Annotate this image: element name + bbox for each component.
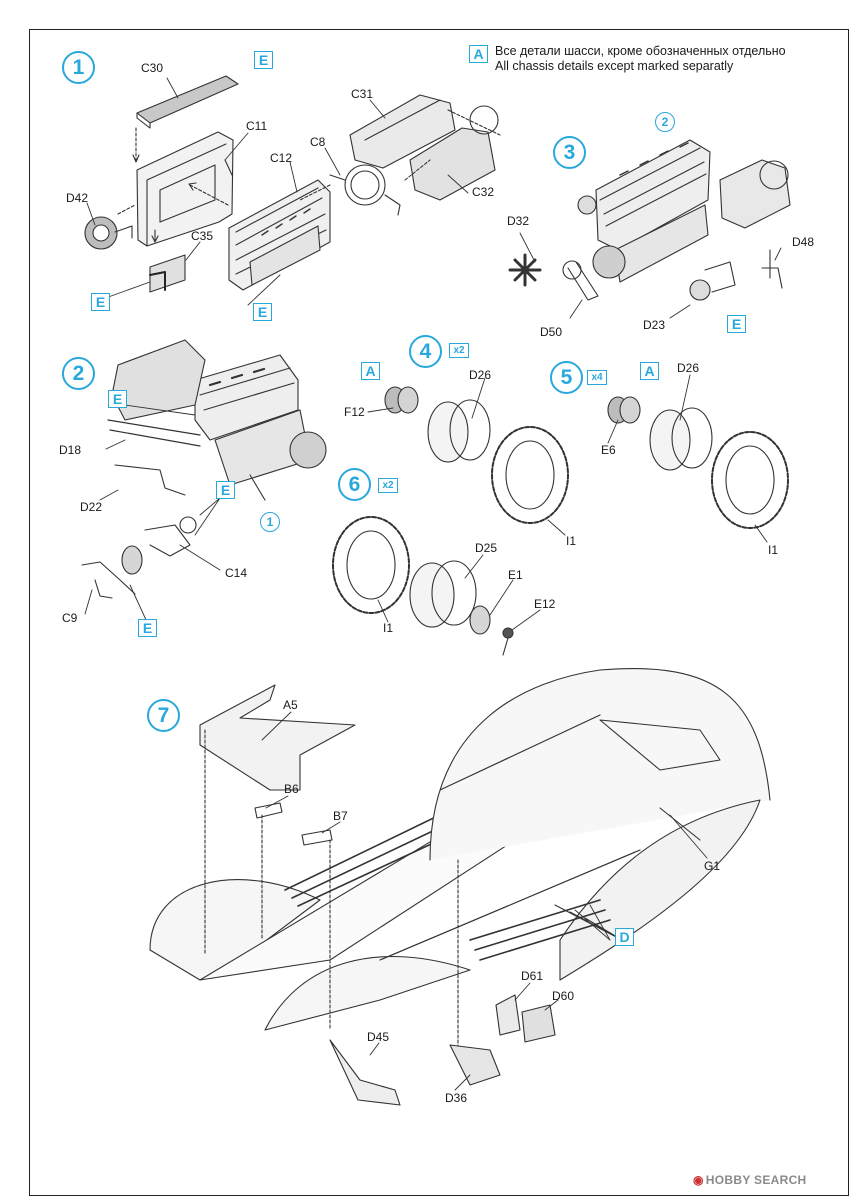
legend-note: Все детали шасси, кроме обозначенных отд…: [495, 44, 786, 74]
step-6-multiplier: x2: [378, 478, 398, 493]
part-label: C14: [225, 566, 248, 580]
part-label: C30: [141, 61, 164, 75]
part-label: D25: [475, 541, 498, 555]
wheel-drawings: [332, 386, 789, 656]
sprue-e-box: E: [216, 481, 235, 499]
sprue-a-box: A: [361, 362, 380, 380]
step3-engine-drawing: [508, 139, 791, 301]
part-label: D42: [66, 191, 89, 205]
part-label: C31: [351, 87, 374, 101]
sprue-e-box: E: [138, 619, 157, 637]
part-label: C11: [246, 119, 268, 133]
step-4-marker: 4: [409, 335, 442, 368]
watermark: ◉HOBBY SEARCH: [693, 1173, 807, 1187]
part-label: E1: [508, 568, 523, 582]
part-label: D50: [540, 325, 563, 339]
step-2-marker: 2: [62, 357, 95, 390]
sprue-d-box: D: [615, 928, 634, 946]
part-label: D48: [792, 235, 815, 249]
part-label: D32: [507, 214, 530, 228]
watermark-logo-icon: ◉: [693, 1173, 704, 1187]
part-label: E6: [601, 443, 616, 457]
sprue-e-box: E: [254, 51, 273, 69]
sprue-e-box: E: [727, 315, 746, 333]
part-label: C12: [270, 151, 293, 165]
part-label: D26: [677, 361, 700, 375]
part-label: I1: [383, 621, 394, 635]
part-label: I1: [768, 543, 779, 557]
part-label: B6: [284, 782, 299, 796]
part-label: D36: [445, 1091, 468, 1105]
step-4-multiplier: x2: [449, 343, 469, 358]
part-label: D18: [59, 443, 82, 457]
legend-note-ru: Все детали шасси, кроме обозначенных отд…: [495, 44, 786, 58]
step7-chassis-drawing: [149, 668, 771, 1106]
part-label: I1: [566, 534, 577, 548]
step-3-marker: 3: [553, 136, 586, 169]
ref-step-2-marker: 2: [655, 112, 675, 132]
sprue-a-box: A: [640, 362, 659, 380]
step-5-multiplier: x4: [587, 370, 607, 385]
part-label: D26: [469, 368, 492, 382]
part-label: B7: [333, 809, 348, 823]
part-label: D61: [521, 969, 544, 983]
step-7-marker: 7: [147, 699, 180, 732]
part-label: D45: [367, 1030, 390, 1044]
step-6-marker: 6: [338, 468, 371, 501]
step-1-marker: 1: [62, 51, 95, 84]
sprue-e-box: E: [108, 390, 127, 408]
part-label: C32: [472, 185, 495, 199]
part-label: C35: [191, 229, 214, 243]
sprue-e-box: E: [91, 293, 110, 311]
watermark-text: HOBBY SEARCH: [705, 1173, 807, 1187]
part-label: E12: [534, 597, 556, 611]
step2-engine-drawing: [81, 339, 327, 599]
ref-step-1-marker: 1: [260, 512, 280, 532]
part-label: A5: [283, 698, 298, 712]
legend-note-en: All chassis details except marked separa…: [495, 59, 734, 73]
part-label: D23: [643, 318, 666, 332]
part-label: F12: [344, 405, 365, 419]
step-5-marker: 5: [550, 361, 583, 394]
part-label: G1: [704, 859, 721, 873]
part-label: D22: [80, 500, 103, 514]
part-label: C9: [62, 611, 78, 625]
part-label: C8: [310, 135, 326, 149]
leader-lines: [84, 77, 782, 1091]
step1-engine-drawing: [84, 75, 501, 293]
sprue-e-box: E: [253, 303, 272, 321]
sprue-a-legend-box: A: [469, 45, 488, 63]
part-label: D60: [552, 989, 575, 1003]
